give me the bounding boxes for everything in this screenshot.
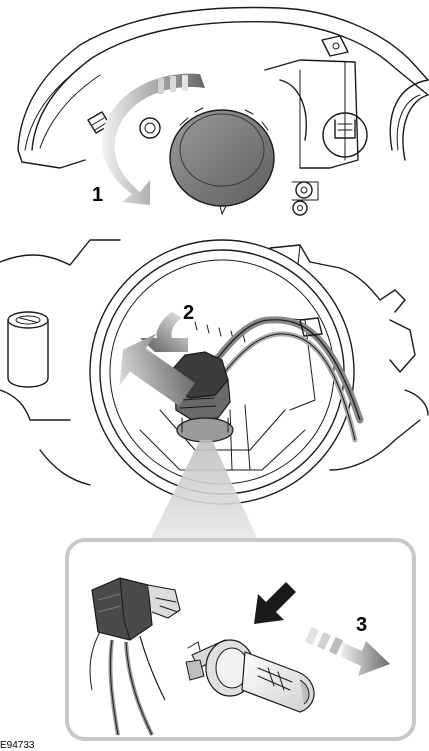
step-label-1: 1 — [92, 184, 103, 206]
reservoir-cylinder — [8, 312, 48, 387]
panel-3-callout-detail: 3 — [67, 540, 414, 739]
panel-1-headlamp-rear: 1 — [18, 7, 428, 215]
panel-2-bulb-housing: 2 — [0, 240, 428, 540]
headlamp-cover-cap — [170, 108, 274, 214]
reference-code: E94733 — [0, 740, 35, 751]
step-label-2: 2 — [183, 302, 194, 324]
step-label-3: 3 — [356, 614, 367, 636]
